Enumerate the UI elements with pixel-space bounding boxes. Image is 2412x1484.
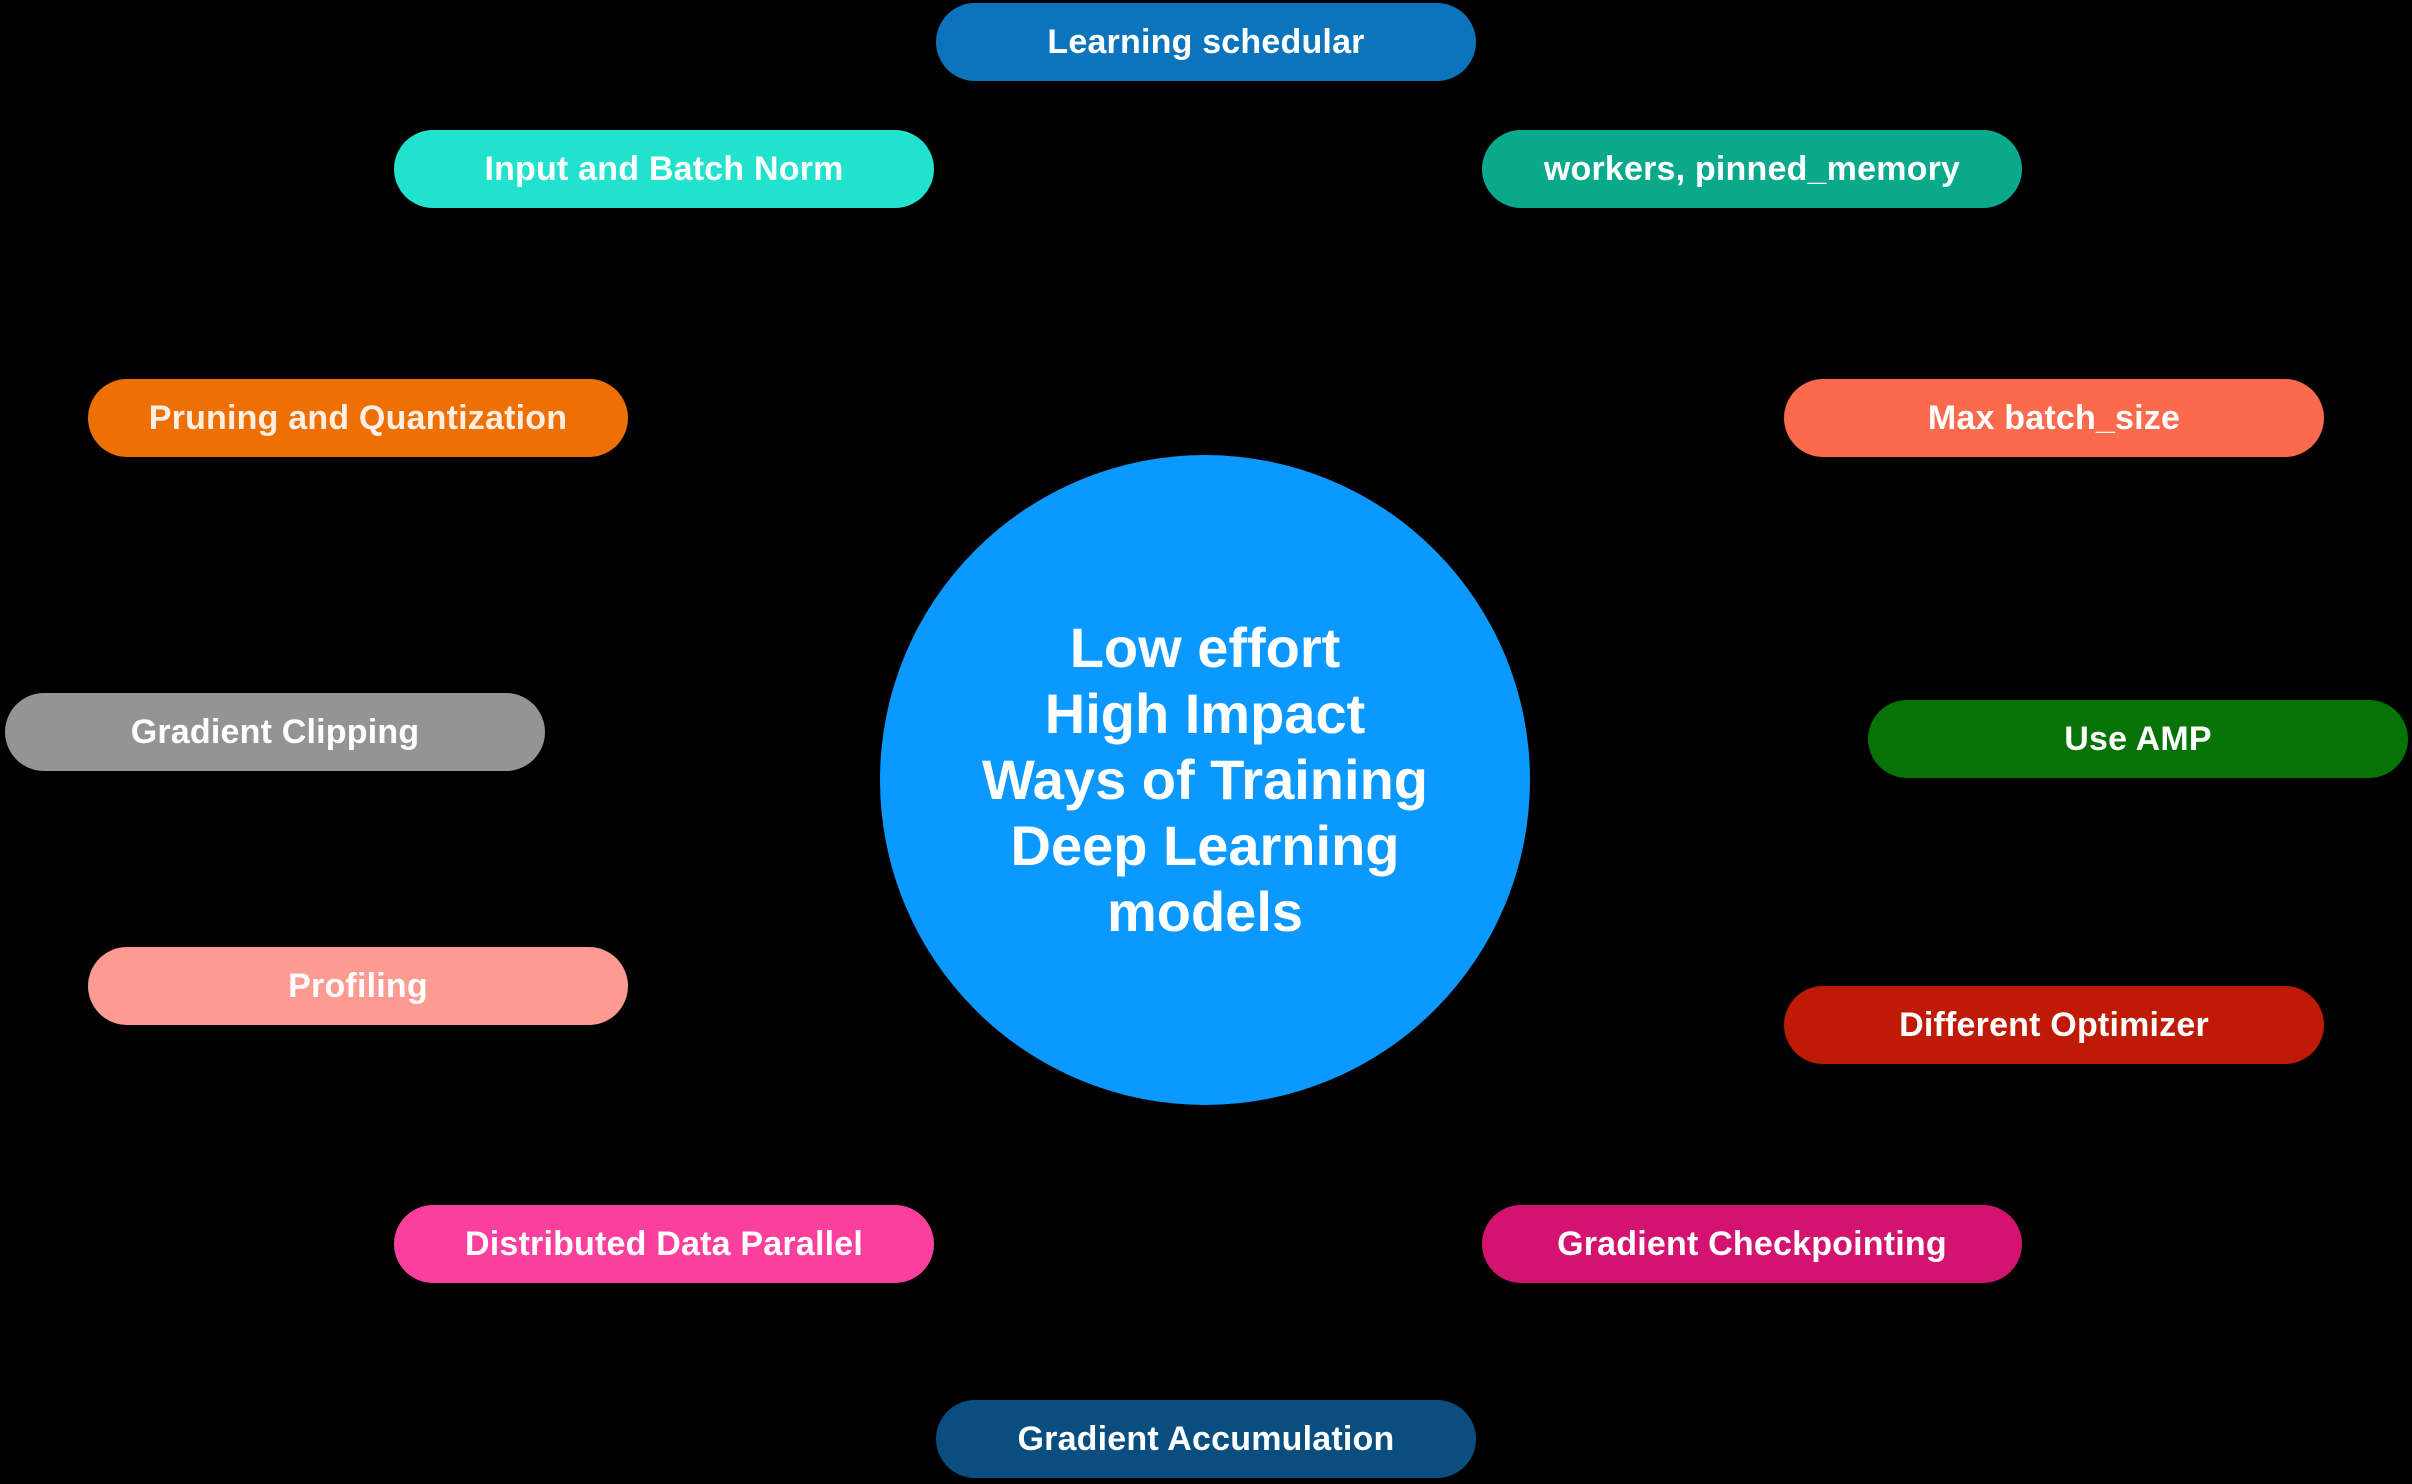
- node-gradient-clipping[interactable]: Gradient Clipping: [5, 693, 545, 771]
- node-learning-schedular[interactable]: Learning schedular: [936, 3, 1476, 81]
- node-label: Learning schedular: [1047, 23, 1365, 61]
- node-profiling[interactable]: Profiling: [88, 947, 628, 1025]
- central-topic-line-3: Ways of Training: [982, 747, 1428, 811]
- node-label: Pruning and Quantization: [148, 399, 568, 437]
- node-label: Profiling: [288, 967, 428, 1005]
- node-label: Gradient Checkpointing: [1557, 1225, 1947, 1263]
- node-label: Gradient Accumulation: [1017, 1420, 1395, 1458]
- node-different-optimizer[interactable]: Different Optimizer: [1784, 986, 2324, 1064]
- node-label: Different Optimizer: [1899, 1006, 2209, 1044]
- node-distributed-data-parallel[interactable]: Distributed Data Parallel: [394, 1205, 934, 1283]
- central-topic-line-5: models: [1106, 880, 1304, 944]
- central-topic-circle: Low effort High Impact Ways of Training …: [880, 455, 1530, 1105]
- node-max-batch-size[interactable]: Max batch_size: [1784, 379, 2324, 457]
- node-input-and-batch-norm[interactable]: Input and Batch Norm: [394, 130, 934, 208]
- node-gradient-checkpointing[interactable]: Gradient Checkpointing: [1482, 1205, 2022, 1283]
- node-label: Max batch_size: [1927, 399, 2181, 437]
- central-topic-line-2: High Impact: [1044, 681, 1366, 745]
- central-topic-line-4: Deep Learning: [1010, 814, 1400, 878]
- node-label: Use AMP: [2064, 720, 2212, 758]
- node-pruning-and-quantization[interactable]: Pruning and Quantization: [88, 379, 628, 457]
- node-workers-pinned-memory[interactable]: workers, pinned_memory: [1482, 130, 2022, 208]
- node-label: Distributed Data Parallel: [464, 1225, 863, 1263]
- node-label: workers, pinned_memory: [1543, 150, 1961, 188]
- central-topic-line-1: Low effort: [1069, 615, 1341, 679]
- node-gradient-accumulation[interactable]: Gradient Accumulation: [936, 1400, 1476, 1478]
- node-label: Gradient Clipping: [130, 713, 420, 751]
- node-label: Input and Batch Norm: [484, 150, 844, 188]
- node-use-amp[interactable]: Use AMP: [1868, 700, 2408, 778]
